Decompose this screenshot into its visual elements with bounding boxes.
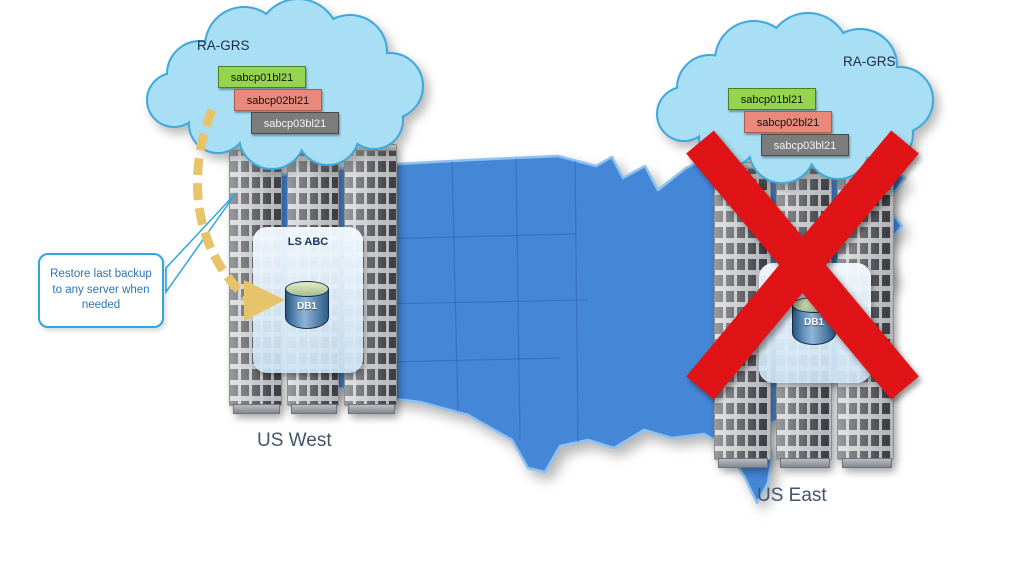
east-backup-blob-2: sabcp02bl21 [744,111,832,133]
region-label-us-west: US West [257,430,332,451]
db-label: DB1 [803,317,824,328]
east-backup-blob-1: sabcp01bl21 [728,88,816,110]
logical-server-label: LS ABC [287,236,329,248]
db-label: DB1 [296,301,317,312]
restore-arrow [192,108,250,301]
callout-pointer [165,192,237,295]
west-backup-blob-3: sabcp03bl21 [251,112,339,134]
restore-callout-bubble: Restore last backup to any server when n… [38,253,164,328]
west-backup-blob-2: sabcp02bl21 [234,89,322,111]
east-storage-type-label: RA-GRS [843,54,896,69]
east-backup-blob-3: sabcp03bl21 [761,134,849,156]
west-storage-type-label: RA-GRS [197,38,250,53]
west-db-cylinder-icon: DB1 [285,281,331,335]
region-label-us-east: US East [757,485,827,506]
failure-cross-icon [686,130,919,400]
db-cylinder-top [285,281,329,297]
west-backup-blob-1: sabcp01bl21 [218,66,306,88]
restore-arrow-head [244,280,285,321]
